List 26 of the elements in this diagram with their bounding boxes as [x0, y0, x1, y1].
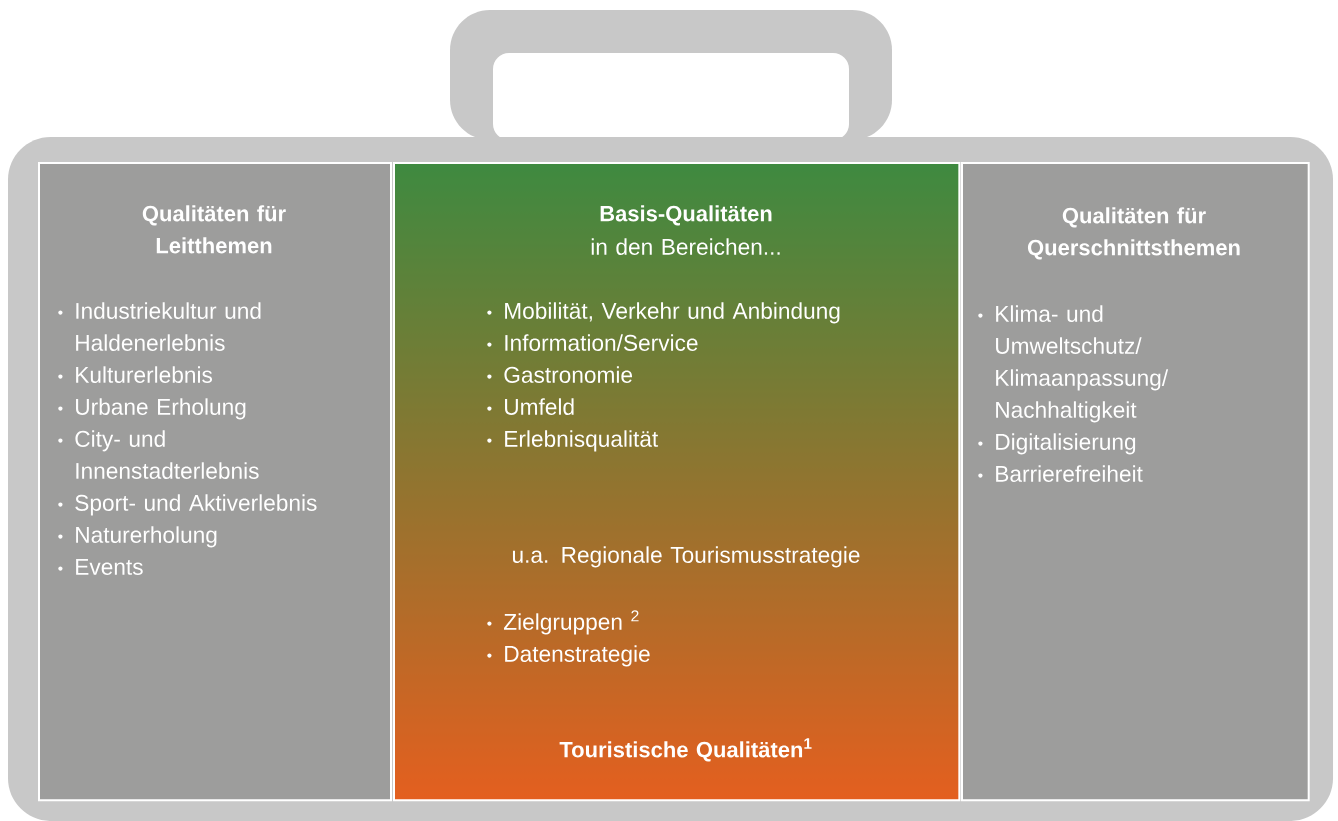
heading: Basis-Qualitäten [600, 205, 772, 226]
list-item: Industriekultur und Haldenerlebnis [58, 302, 261, 351]
panel [961, 162, 1310, 802]
list-item: Information/Service [487, 334, 698, 351]
subheading: in den Bereichen... [591, 238, 780, 255]
subheading: u.a. Regionale Tourismusstrategie [512, 546, 860, 568]
list-item: Datenstrategie [487, 645, 650, 667]
list-item: Umfeld [487, 398, 574, 415]
list-item: Gastronomie [487, 366, 632, 383]
list-item: Events [58, 559, 143, 575]
list-item: Sport- und Aktiverlebnis [58, 494, 317, 516]
panel [38, 162, 392, 802]
panel [393, 162, 961, 802]
list-item: Zielgruppen $^{2}$ [487, 610, 639, 635]
list-item: Erlebnisqualität [487, 430, 659, 452]
list-item: Klima- und Umweltschutz/ Klimaanpassung/ Nachhaltigkeit [978, 305, 1169, 423]
list-item: Digitalisierung [978, 433, 1136, 455]
heading: Qualitäten für Querschnittsthemen [1027, 207, 1240, 260]
list-item: Mobilität, Verkehr und Anbindung [487, 302, 840, 324]
list-item: Kulturerlebnis [58, 366, 212, 383]
heading: Qualitäten für Leitthemen [142, 205, 286, 254]
list-item: Urbane Erholung [58, 398, 246, 420]
heading: Touristische Qualitäten$^{1}$ [559, 738, 812, 762]
list-item: City- und Innenstadterlebnis [58, 430, 259, 479]
list-item: Naturerholung [58, 526, 217, 548]
list-item: Barrierefreiheit [978, 465, 1143, 482]
